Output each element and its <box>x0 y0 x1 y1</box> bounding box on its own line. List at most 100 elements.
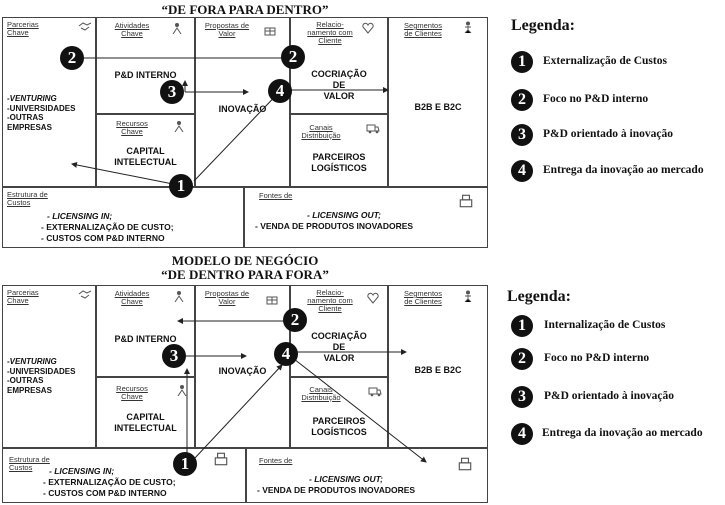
legend1-badge-3: 3 <box>511 124 533 146</box>
estrutura-line: - EXTERNALIZAÇÃO DE CUSTO; <box>43 477 176 487</box>
parcerias-line: -OUTRAS <box>7 113 44 122</box>
estrutura-custos-header: Estrutura de Custos <box>9 455 50 472</box>
relacionamento-line: VALOR <box>323 91 355 101</box>
propostas-valor-content: INOVAÇÃO <box>218 366 267 376</box>
canais-line: PARCEIROS <box>312 416 366 426</box>
business-model-canvas-outside-in: Parcerias Chave -VENTURING -UNIVERSIDADE… <box>0 17 490 248</box>
cash-register-icon <box>458 457 472 471</box>
propostas-valor-box: Propostas de Valor INOVAÇÃO <box>195 285 290 448</box>
parcerias-chave-box: Parcerias Chave -VENTURING -UNIVERSIDADE… <box>2 285 96 448</box>
parcerias-line: -UNIVERSIDADES <box>7 103 76 113</box>
estrutura-custos-content: - LICENSING IN; - EXTERNALIZAÇÃO DE CUST… <box>41 211 174 244</box>
recursos-line: CAPITAL <box>126 146 165 156</box>
legend1-badge-4: 4 <box>511 160 533 182</box>
segmentos-content: B2B E B2C <box>414 102 462 112</box>
fontes-line: - LICENSING OUT; <box>307 210 381 220</box>
person-icon <box>464 21 472 33</box>
parcerias-line: -UNIVERSIDADES <box>7 366 76 376</box>
diagram1-title: “DE FORA PARA DENTRO” <box>161 2 329 17</box>
legend2-badge-3: 3 <box>511 386 533 408</box>
legend2-badge-2: 2 <box>511 348 533 370</box>
legend1-item-3: P&D orientado à inovação <box>543 128 674 140</box>
step-badge-3: 3 <box>160 80 184 104</box>
atividades-chave-header: Atividades Chave <box>114 289 150 306</box>
worker-icon <box>174 121 184 132</box>
estrutura-line: - LICENSING IN; <box>49 466 115 476</box>
segmentos-header: Segmentos de Clientes <box>404 21 442 38</box>
legend1-item-4: Entrega da inovação ao mercado <box>543 164 704 176</box>
fontes-receita-header: Fontes de <box>259 456 293 465</box>
step-badge-3: 3 <box>162 344 186 368</box>
fontes-line: - VENDA DE PRODUTOS INOVADORES <box>257 485 416 495</box>
relacionamento-line: COCRIAÇÃO <box>311 69 367 79</box>
fontes-receita-box: Fontes de - LICENSING OUT; - VENDA DE PR… <box>246 448 488 503</box>
segmentos-content: B2B E B2C <box>414 365 462 375</box>
handshake-icon <box>78 290 92 299</box>
legend2-badge-1: 1 <box>511 315 533 337</box>
step-badge-2: 2 <box>283 308 307 332</box>
cash-register-icon <box>459 194 473 208</box>
parcerias-chave-content: -VENTURING -UNIVERSIDADES -OUTRAS EMPRES… <box>7 94 75 132</box>
worker-icon <box>172 23 182 34</box>
legend2-item-3: P&D orientado à inovação <box>544 390 675 402</box>
canais-content: PARCEIROS LOGÍSTICOS <box>291 152 387 174</box>
heart-icon <box>362 22 374 34</box>
relacionamento-box: Relacio- namento com Cliente COCRIAÇÃO D… <box>290 17 388 114</box>
legend1-title: Legenda: <box>511 17 575 34</box>
fontes-line: - LICENSING OUT; <box>309 474 383 484</box>
worker-icon <box>174 291 184 302</box>
parcerias-chave-content: -VENTURING -UNIVERSIDADES -OUTRAS EMPRES… <box>7 357 75 395</box>
legend1-badge-1: 1 <box>511 51 533 73</box>
parcerias-chave-header: Parcerias Chave <box>7 288 39 305</box>
parcerias-chave-box: Parcerias Chave -VENTURING -UNIVERSIDADE… <box>2 17 96 187</box>
recursos-chave-content: CAPITAL INTELECTUAL <box>97 146 194 168</box>
parcerias-chave-header: Parcerias Chave <box>7 20 39 37</box>
diagram2-title-line2: “DE DENTRO PARA FORA” <box>161 267 329 282</box>
step-badge-4: 4 <box>274 342 298 366</box>
recursos-chave-header: Recursos Chave <box>116 119 148 136</box>
relacionamento-line: VALOR <box>323 353 355 363</box>
person-icon <box>464 290 472 302</box>
relacionamento-content: COCRIAÇÃO DE VALOR <box>291 331 387 364</box>
segmentos-header: Segmentos de Clientes <box>404 289 442 306</box>
recursos-line: INTELECTUAL <box>114 423 177 433</box>
estrutura-custos-content: - LICENSING IN; - EXTERNALIZAÇÃO DE CUST… <box>43 466 176 499</box>
parcerias-line: EMPRESAS <box>7 122 52 132</box>
step-badge-2: 2 <box>60 46 84 70</box>
legend2-item-4: Entrega da inovação ao mercado <box>542 427 703 439</box>
atividades-chave-box: Atividades Chave P&D INTERNO <box>96 17 195 114</box>
legend2-badge-4: 4 <box>511 423 533 445</box>
fontes-receita-box: Fontes de - LICENSING OUT; - VENDA DE PR… <box>244 187 488 248</box>
atividades-chave-content: P&D INTERNO <box>114 334 177 344</box>
diagram2-title-line1: MODELO DE NEGÓCIO <box>171 253 319 268</box>
estrutura-custos-box: Estrutura de Custos - LICENSING IN; - EX… <box>2 187 244 248</box>
canais-line: LOGÍSTICOS <box>311 427 367 437</box>
step-badge-2: 2 <box>281 45 305 69</box>
relacionamento-header: Relacio- namento com Cliente <box>307 288 353 313</box>
legend1-item-1: Externalização de Custos <box>543 55 667 67</box>
fontes-receita-content: - LICENSING OUT; - VENDA DE PRODUTOS INO… <box>257 474 415 496</box>
estrutura-custos-header: Estrutura de Custos <box>7 190 48 207</box>
relacionamento-line: DE <box>332 80 346 90</box>
relacionamento-line: DE <box>332 342 346 352</box>
estrutura-line: - EXTERNALIZAÇÃO DE CUSTO; <box>41 222 174 232</box>
recursos-chave-header: Recursos Chave <box>116 384 148 401</box>
recursos-line: INTELECTUAL <box>114 157 177 167</box>
legend1-item-2: Foco no P&D interno <box>543 93 649 105</box>
parcerias-line: -OUTRAS <box>7 376 44 385</box>
estrutura-line: - LICENSING IN; <box>47 211 113 221</box>
fontes-receita-header: Fontes de <box>259 191 293 200</box>
canais-header: Canais Distribuição <box>301 385 341 402</box>
step-badge-4: 4 <box>268 79 292 103</box>
atividades-chave-header: Atividades Chave <box>114 21 150 38</box>
legend1-badge-2: 2 <box>511 89 533 111</box>
truck-icon <box>366 124 380 134</box>
relacionamento-header: Relacio- namento com Cliente <box>307 20 353 45</box>
canais-line: PARCEIROS <box>312 152 366 162</box>
parcerias-line: -VENTURING <box>7 94 57 103</box>
legend2-item-2: Foco no P&D interno <box>544 352 650 364</box>
atividades-chave-content: P&D INTERNO <box>114 70 177 80</box>
canais-line: LOGÍSTICOS <box>311 163 367 173</box>
parcerias-line: EMPRESAS <box>7 385 52 395</box>
business-model-canvas-inside-out: Parcerias Chave -VENTURING -UNIVERSIDADE… <box>0 285 490 503</box>
